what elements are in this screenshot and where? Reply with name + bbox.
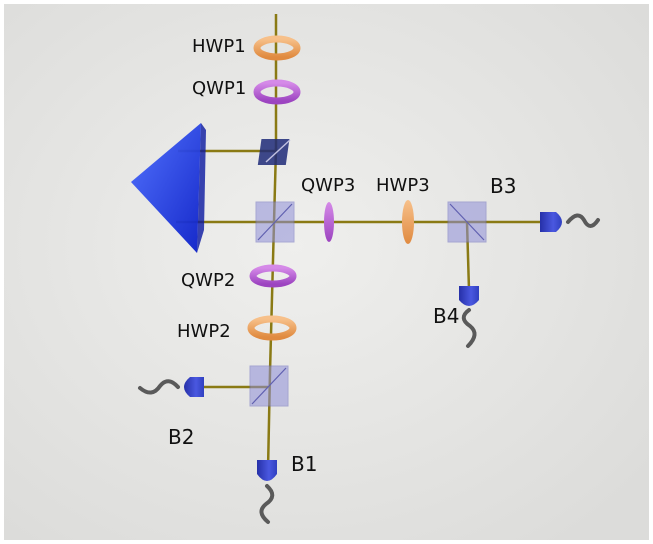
label-b3: B3 <box>490 174 517 198</box>
qwp1-plate <box>253 79 301 105</box>
qwp3-plate <box>324 202 334 242</box>
background-panel <box>4 4 649 540</box>
label-b2: B2 <box>168 425 195 449</box>
label-qwp2: QWP2 <box>181 270 236 291</box>
label-b1: B1 <box>291 452 318 476</box>
hwp1-plate <box>253 35 301 61</box>
hwp2-plate <box>247 315 297 341</box>
central-beam-splitter <box>255 201 295 243</box>
detector-b4 <box>459 286 479 348</box>
hwp3-plate <box>402 200 414 244</box>
label-b4: B4 <box>433 304 460 328</box>
detector-b1 <box>257 460 277 524</box>
label-qwp3: QWP3 <box>301 175 356 196</box>
upper-beam-splitter <box>257 139 291 165</box>
label-hwp2: HWP2 <box>177 321 231 342</box>
detector-b3 <box>540 212 600 232</box>
detector-b2 <box>138 377 204 397</box>
label-hwp1: HWP1 <box>192 36 246 57</box>
qwp2-plate <box>249 264 297 288</box>
label-hwp3: HWP3 <box>376 175 430 196</box>
prism <box>131 123 206 253</box>
b3-beam-splitter <box>447 201 487 243</box>
lower-beam-splitter <box>249 365 289 407</box>
label-qwp1: QWP1 <box>192 78 247 99</box>
